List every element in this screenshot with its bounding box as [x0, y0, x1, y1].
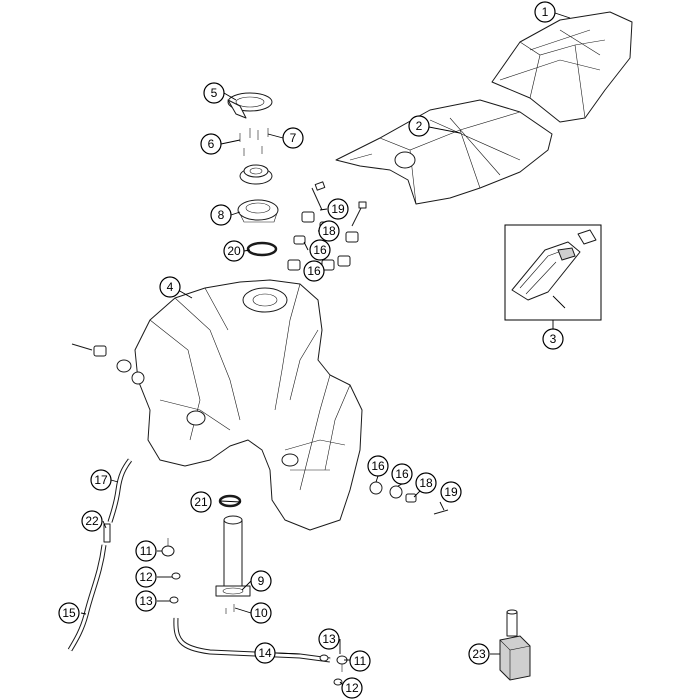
callout-19-b: 19: [440, 481, 462, 503]
svg-text:23: 23: [472, 647, 486, 661]
callout-4: 4: [159, 276, 181, 298]
filler-flange-part: [237, 199, 279, 223]
fuel-tank-part: [134, 279, 363, 531]
filler-cap-part: [239, 164, 273, 185]
svg-text:17: 17: [94, 473, 108, 487]
cap-screws-part: [239, 128, 269, 156]
callout-15: 15: [58, 602, 80, 624]
svg-text:19: 19: [331, 202, 345, 216]
callout-12-left: 12: [135, 566, 157, 588]
callout-11-right: 11: [349, 650, 371, 672]
svg-text:10: 10: [254, 606, 268, 620]
left-mount-hardware: [71, 343, 145, 385]
callout-17: 17: [90, 469, 112, 491]
svg-text:11: 11: [354, 654, 367, 668]
svg-text:12: 12: [139, 570, 153, 584]
callout-12-right: 12: [341, 677, 363, 699]
tool-kit-part: [504, 224, 602, 329]
fuel-hoses: [67, 458, 331, 663]
callout-3: 3: [542, 328, 564, 350]
callout-2: 2: [408, 115, 430, 137]
callout-11-left: 11: [135, 540, 157, 562]
callout-19-a: 19: [327, 198, 349, 220]
callout-7: 7: [282, 127, 304, 149]
filler-ring-part: [227, 92, 273, 119]
svg-text:2: 2: [416, 119, 423, 133]
callout-10: 10: [250, 602, 272, 624]
fuel-filter-part: [499, 609, 531, 681]
seal-ring-part: [246, 241, 278, 257]
svg-text:7: 7: [290, 131, 297, 145]
svg-text:3: 3: [550, 332, 557, 346]
svg-text:12: 12: [345, 681, 359, 695]
svg-text:1: 1: [542, 5, 549, 19]
callout-13-right: 13: [318, 628, 340, 650]
svg-text:4: 4: [167, 280, 174, 294]
svg-text:20: 20: [227, 244, 241, 258]
left-fittings: [161, 538, 181, 604]
passenger-seat-part: [491, 11, 633, 123]
svg-text:21: 21: [194, 495, 208, 509]
right-mount-hardware: [369, 481, 449, 515]
callout-16-d: 16: [391, 463, 413, 485]
right-fittings: [319, 654, 348, 686]
callout-16-c: 16: [367, 455, 389, 477]
callout-16-b: 16: [303, 260, 325, 282]
svg-text:5: 5: [211, 86, 218, 100]
callout-1: 1: [534, 1, 556, 23]
callout-18-b: 18: [415, 472, 437, 494]
callout-8: 8: [210, 204, 232, 226]
svg-text:16: 16: [395, 467, 409, 481]
svg-text:6: 6: [208, 137, 215, 151]
callout-14: 14: [254, 642, 276, 664]
callout-9: 9: [250, 570, 272, 592]
svg-text:19: 19: [444, 485, 458, 499]
svg-text:16: 16: [371, 459, 385, 473]
callout-6: 6: [200, 133, 222, 155]
fuel-pump-part: [215, 494, 251, 614]
svg-text:13: 13: [322, 632, 336, 646]
svg-text:16: 16: [307, 264, 321, 278]
svg-text:13: 13: [139, 594, 153, 608]
svg-text:11: 11: [140, 544, 153, 558]
rider-seat-part: [335, 99, 553, 205]
callout-22: 22: [81, 510, 103, 532]
callout-13-left: 13: [135, 590, 157, 612]
svg-text:8: 8: [218, 208, 225, 222]
callout-5: 5: [203, 82, 225, 104]
callout-21: 21: [190, 491, 212, 513]
svg-text:14: 14: [258, 646, 272, 660]
svg-text:18: 18: [322, 224, 336, 238]
callout-20: 20: [223, 240, 245, 262]
callout-16-a: 16: [309, 239, 331, 261]
svg-text:15: 15: [62, 606, 76, 620]
callout-23: 23: [468, 643, 490, 665]
svg-text:18: 18: [419, 476, 433, 490]
svg-text:16: 16: [313, 243, 327, 257]
callout-18-a: 18: [318, 220, 340, 242]
svg-text:9: 9: [258, 574, 265, 588]
svg-text:22: 22: [85, 514, 99, 528]
